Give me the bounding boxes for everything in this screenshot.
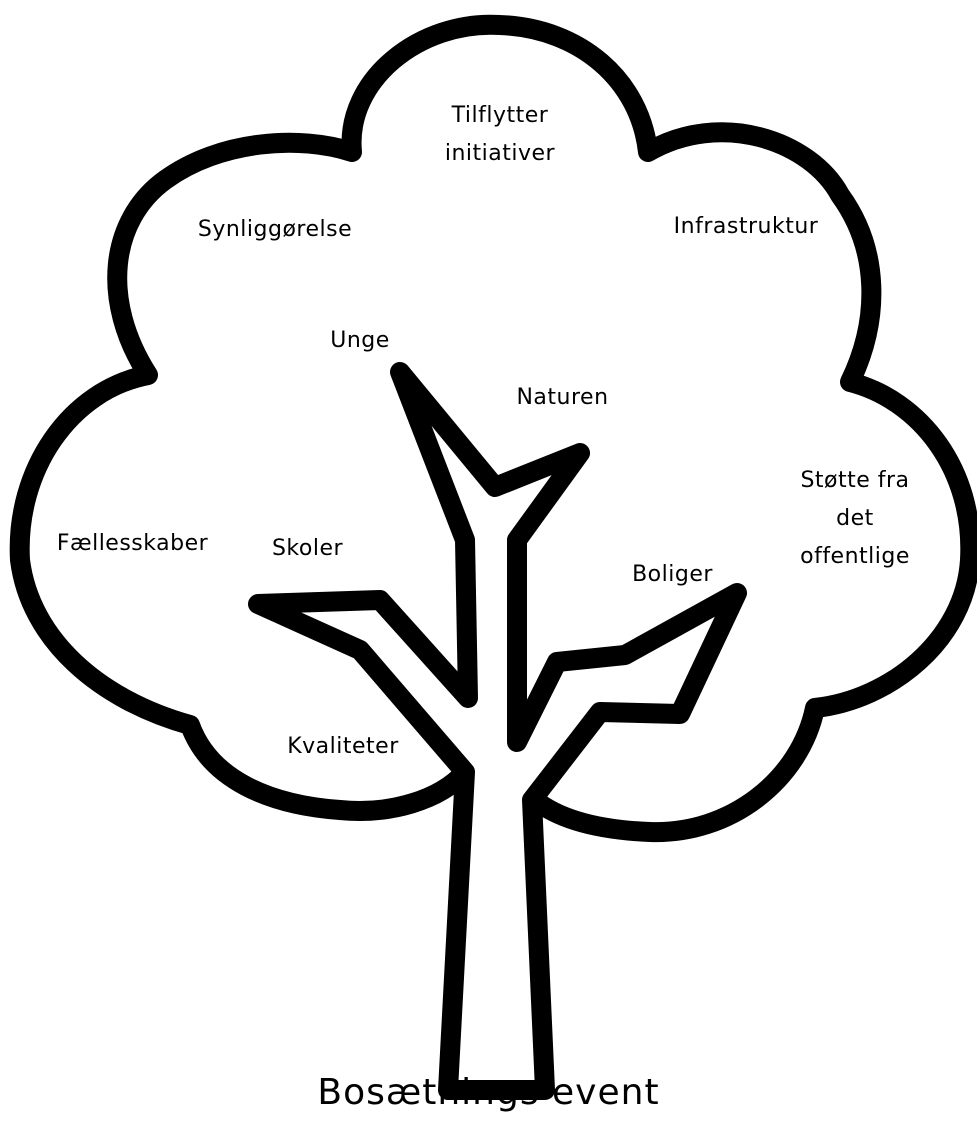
tree-trunk-branches <box>248 362 747 1100</box>
label-unge: Unge <box>330 328 390 353</box>
label-faellesskaber: Fællesskaber <box>56 531 209 556</box>
label-skoler: Skoler <box>271 536 344 561</box>
diagram-title: Bosætnings event <box>317 1072 660 1113</box>
label-tilflytter-line-2: initiativer <box>444 141 556 166</box>
label-stotte-line-1: Støtte fra <box>800 468 910 493</box>
label-infrastruktur: Infrastruktur <box>673 214 819 239</box>
label-boliger: Boliger <box>632 562 713 587</box>
label-naturen: Naturen <box>516 385 609 410</box>
label-stotte-line-3: offentlige <box>800 544 910 569</box>
tree-crown <box>9 14 977 843</box>
label-tilflytter-line-1: Tilflytter <box>451 103 549 128</box>
label-kvaliteter: Kvaliteter <box>287 734 399 759</box>
label-synliggorelse: Synliggørelse <box>197 217 353 242</box>
label-tilflytter-initiativer: Tilflytter initiativer <box>420 97 580 173</box>
label-stotte-line-2: det <box>836 506 874 531</box>
label-stotte-fra-det-offentlige: Støtte fra det offentlige <box>780 462 930 576</box>
